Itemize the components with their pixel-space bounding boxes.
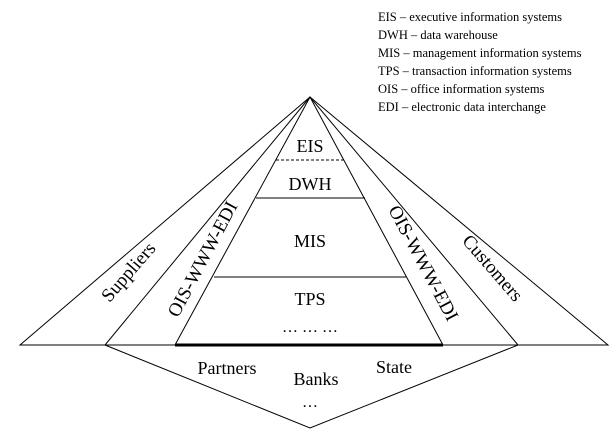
legend-item-tps: TPS – transaction information systems: [378, 64, 572, 78]
legend-item-ois: OIS – office information systems: [378, 82, 545, 96]
legend: EIS – executive information systems DWH …: [378, 8, 581, 116]
level-label-mis: MIS: [294, 231, 326, 251]
label-banks: Banks: [294, 369, 339, 389]
legend-item-eis: EIS – executive information systems: [378, 10, 562, 24]
level-label-dwh: DWH: [289, 174, 332, 194]
level-label-eis: EIS: [297, 136, 324, 156]
label-partners: Partners: [198, 358, 257, 378]
base-triangle: [104, 344, 519, 429]
base-continuation: …: [302, 394, 318, 411]
pyramid-continuation: … … …: [282, 319, 338, 336]
legend-item-mis: MIS – management information systems: [378, 46, 582, 60]
legend-item-dwh: DWH – data warehouse: [378, 28, 498, 42]
label-suppliers: Suppliers: [97, 238, 160, 306]
label-ois-www-edi-right: OIS-WWW-EDI: [384, 202, 462, 325]
level-label-tps: TPS: [294, 289, 325, 309]
label-state: State: [376, 357, 412, 377]
legend-item-edi: EDI – electronic data interchange: [378, 100, 546, 114]
